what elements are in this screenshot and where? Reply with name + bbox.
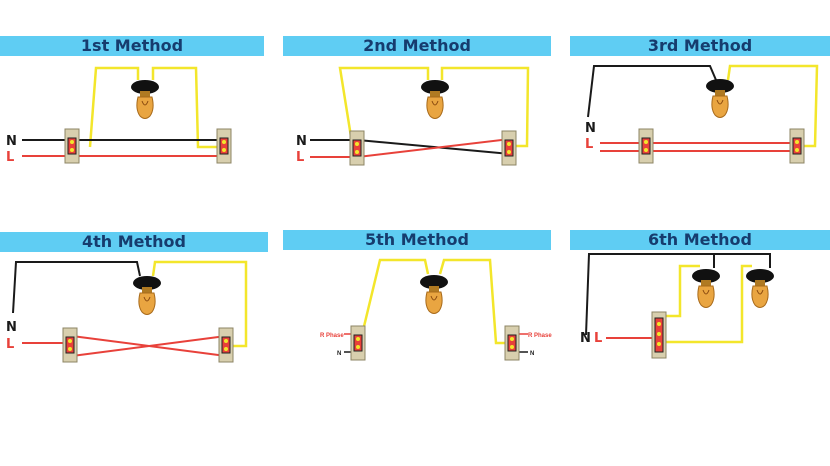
switch-5b — [504, 325, 520, 361]
label-n-3: N — [585, 121, 596, 136]
switch-1a — [64, 128, 80, 164]
switch-1b — [216, 128, 232, 164]
switch-6 — [651, 311, 667, 359]
label-l-6: L — [594, 331, 602, 346]
title-method-6: 6th Method — [570, 230, 830, 250]
bulb-6b — [745, 268, 775, 308]
bulb-6a — [691, 268, 721, 308]
switch-4b — [218, 327, 234, 363]
label-n-5a: N — [337, 351, 341, 357]
label-l-1: L — [6, 150, 14, 165]
switch-3a — [638, 128, 654, 164]
switch-4a — [62, 327, 78, 363]
bulb-2 — [420, 79, 450, 119]
switch-5a — [350, 325, 366, 361]
label-n-1: N — [6, 134, 17, 149]
label-l-4: L — [6, 337, 14, 352]
bulb-4 — [132, 275, 162, 315]
switch-2a — [349, 130, 365, 166]
title-method-5: 5th Method — [283, 230, 551, 250]
diagram-method-5: R Phase N R Phase N — [320, 258, 552, 361]
bulb-1 — [130, 79, 160, 119]
bulb-5 — [419, 274, 449, 314]
title-method-1: 1st Method — [0, 36, 264, 56]
label-l-2: L — [296, 150, 304, 165]
label-l-3: L — [585, 137, 593, 152]
switch-3b — [789, 128, 805, 164]
diagram-method-2: N L — [296, 66, 530, 166]
label-r-phase-5b: R Phase — [528, 333, 552, 339]
label-n-2: N — [296, 134, 307, 149]
bulb-3 — [705, 78, 735, 118]
diagram-method-4: N L — [6, 260, 248, 363]
title-method-2: 2nd Method — [283, 36, 551, 56]
label-n-4: N — [6, 320, 17, 335]
diagram-method-6: N L — [580, 253, 775, 359]
diagram-method-3: N L — [585, 64, 819, 164]
title-method-3: 3rd Method — [570, 36, 830, 56]
title-method-4: 4th Method — [0, 232, 268, 252]
label-r-phase-5a: R Phase — [320, 333, 344, 339]
label-n-5b: N — [530, 351, 534, 357]
label-n-6: N — [580, 331, 591, 346]
diagram-method-1: N L — [6, 66, 232, 165]
switch-2b — [501, 130, 517, 166]
